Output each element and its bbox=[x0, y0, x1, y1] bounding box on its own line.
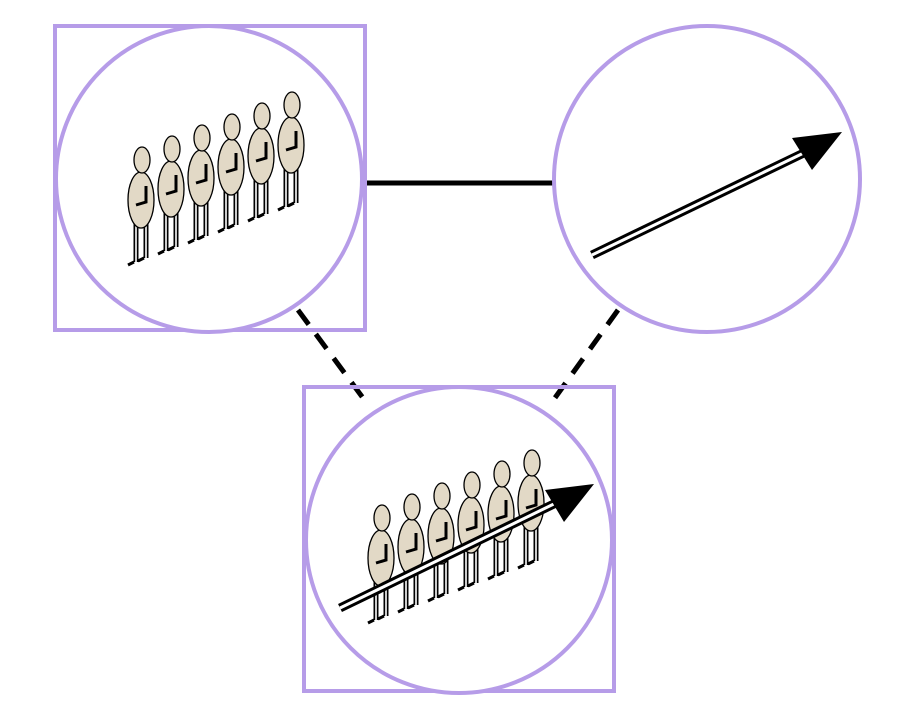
arrow-icon bbox=[590, 132, 842, 260]
arrow-icon bbox=[338, 484, 594, 613]
node-people-group-with-direction bbox=[302, 385, 616, 695]
node-direction bbox=[552, 24, 862, 334]
node-circle bbox=[304, 385, 614, 695]
node-circle bbox=[552, 24, 862, 334]
node-people-group bbox=[53, 24, 367, 334]
